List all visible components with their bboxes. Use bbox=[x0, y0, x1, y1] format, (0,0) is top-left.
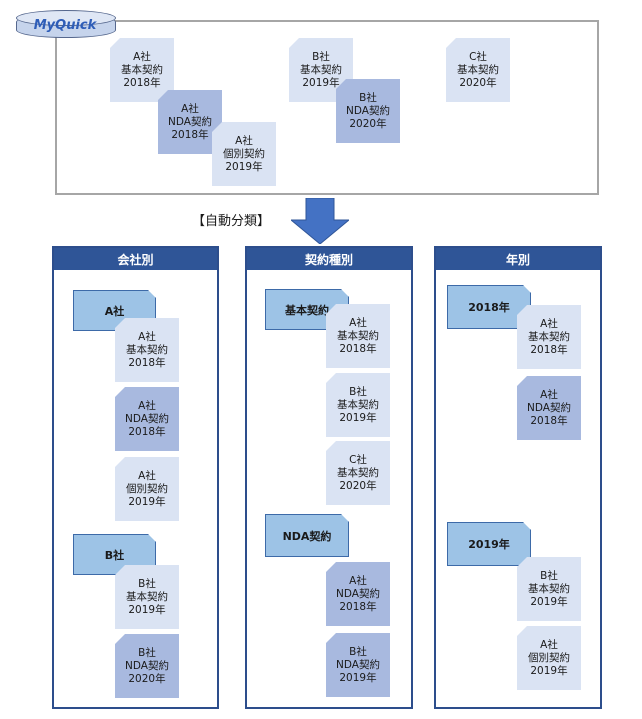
doc-line: B社 bbox=[359, 91, 377, 104]
doc-line: A社 bbox=[540, 388, 558, 401]
doc-a-individual-2019[interactable]: A社 個別契約 2019年 bbox=[115, 457, 179, 521]
doc-a-nda-2018[interactable]: A社 NDA契約 2018年 bbox=[517, 376, 581, 440]
down-arrow-icon bbox=[291, 198, 349, 244]
doc-line: NDA契約 bbox=[346, 104, 390, 117]
doc-a-basic-2018[interactable]: A社 基本契約 2018年 bbox=[326, 304, 390, 368]
doc-line: C社 bbox=[469, 50, 487, 63]
doc-line: 2019年 bbox=[339, 671, 377, 684]
doc-a-nda-2018[interactable]: A社 NDA契約 2018年 bbox=[158, 90, 222, 154]
doc-line: B社 bbox=[349, 645, 367, 658]
doc-line: B社 bbox=[349, 385, 367, 398]
doc-line: 2018年 bbox=[530, 414, 568, 427]
doc-line: 2019年 bbox=[530, 595, 568, 608]
doc-line: C社 bbox=[349, 453, 367, 466]
doc-line: 基本契約 bbox=[457, 63, 499, 76]
panel-title: 年別 bbox=[436, 248, 600, 270]
doc-line: 個別契約 bbox=[528, 651, 570, 664]
database-top bbox=[16, 10, 116, 26]
doc-b-basic-2019[interactable]: B社 基本契約 2019年 bbox=[517, 557, 581, 621]
doc-b-basic-2019[interactable]: B社 基本契約 2019年 bbox=[326, 373, 390, 437]
doc-line: NDA契約 bbox=[527, 401, 571, 414]
doc-b-nda-2020[interactable]: B社 NDA契約 2020年 bbox=[336, 79, 400, 143]
doc-line: 2018年 bbox=[128, 425, 166, 438]
doc-line: 2019年 bbox=[302, 76, 340, 89]
doc-line: A社 bbox=[235, 134, 253, 147]
doc-line: 個別契約 bbox=[223, 147, 265, 160]
doc-line: A社 bbox=[138, 399, 156, 412]
doc-line: 2018年 bbox=[339, 600, 377, 613]
doc-line: 2019年 bbox=[339, 411, 377, 424]
doc-line: 基本契約 bbox=[121, 63, 163, 76]
panel-by-year: 年別 2018年 A社 基本契約 2018年 A社 NDA契約 2018年 20… bbox=[434, 246, 602, 709]
doc-a-nda-2018[interactable]: A社 NDA契約 2018年 bbox=[326, 562, 390, 626]
doc-line: 基本契約 bbox=[528, 582, 570, 595]
doc-line: B社 bbox=[138, 577, 156, 590]
myquick-logo: MyQuick bbox=[16, 8, 116, 42]
doc-a-individual-2019[interactable]: A社 個別契約 2019年 bbox=[212, 122, 276, 186]
doc-line: A社 bbox=[133, 50, 151, 63]
doc-line: NDA契約 bbox=[168, 115, 212, 128]
doc-line: 2019年 bbox=[128, 603, 166, 616]
folder-2019[interactable]: 2019年 bbox=[447, 522, 531, 566]
doc-b-nda-2020[interactable]: B社 NDA契約 2020年 bbox=[115, 634, 179, 698]
doc-line: A社 bbox=[349, 574, 367, 587]
doc-line: 2020年 bbox=[349, 117, 387, 130]
doc-line: B社 bbox=[312, 50, 330, 63]
doc-c-basic-2020[interactable]: C社 基本契約 2020年 bbox=[446, 38, 510, 102]
doc-line: 2020年 bbox=[339, 479, 377, 492]
doc-line: A社 bbox=[138, 330, 156, 343]
doc-line: A社 bbox=[181, 102, 199, 115]
doc-line: 2020年 bbox=[128, 672, 166, 685]
doc-line: 基本契約 bbox=[300, 63, 342, 76]
doc-line: A社 bbox=[540, 317, 558, 330]
doc-a-basic-2018[interactable]: A社 基本契約 2018年 bbox=[517, 305, 581, 369]
panel-title: 契約種別 bbox=[247, 248, 411, 270]
doc-a-individual-2019[interactable]: A社 個別契約 2019年 bbox=[517, 626, 581, 690]
doc-a-basic-2018[interactable]: A社 基本契約 2018年 bbox=[115, 318, 179, 382]
doc-line: NDA契約 bbox=[336, 587, 380, 600]
folder-nda-contract[interactable]: NDA契約 bbox=[265, 514, 349, 557]
source-document-area: A社 基本契約 2018年 A社 NDA契約 2018年 A社 個別契約 201… bbox=[55, 20, 599, 195]
doc-a-nda-2018[interactable]: A社 NDA契約 2018年 bbox=[115, 387, 179, 451]
doc-line: A社 bbox=[540, 638, 558, 651]
auto-classify-label: 【自動分類】 bbox=[192, 214, 271, 229]
doc-b-basic-2019[interactable]: B社 基本契約 2019年 bbox=[115, 565, 179, 629]
doc-a-basic-2018[interactable]: A社 基本契約 2018年 bbox=[110, 38, 174, 102]
doc-line: 2019年 bbox=[225, 160, 263, 173]
doc-line: A社 bbox=[349, 316, 367, 329]
doc-line: 2018年 bbox=[339, 342, 377, 355]
doc-line: 2020年 bbox=[459, 76, 497, 89]
doc-line: B社 bbox=[540, 569, 558, 582]
doc-b-nda-2019[interactable]: B社 NDA契約 2019年 bbox=[326, 633, 390, 697]
panel-title: 会社別 bbox=[54, 248, 217, 270]
doc-b-basic-2019[interactable]: B社 基本契約 2019年 bbox=[289, 38, 353, 102]
doc-line: 基本契約 bbox=[528, 330, 570, 343]
doc-line: 2018年 bbox=[123, 76, 161, 89]
doc-line: 基本契約 bbox=[337, 466, 379, 479]
doc-line: B社 bbox=[138, 646, 156, 659]
doc-line: 基本契約 bbox=[337, 398, 379, 411]
doc-line: 2018年 bbox=[530, 343, 568, 356]
panel-by-contract-type: 契約種別 基本契約 A社 基本契約 2018年 B社 基本契約 2019年 C社… bbox=[245, 246, 413, 709]
doc-c-basic-2020[interactable]: C社 基本契約 2020年 bbox=[326, 441, 390, 505]
doc-line: 2018年 bbox=[171, 128, 209, 141]
doc-line: NDA契約 bbox=[125, 659, 169, 672]
doc-line: 基本契約 bbox=[126, 343, 168, 356]
doc-line: 2018年 bbox=[128, 356, 166, 369]
doc-line: 個別契約 bbox=[126, 482, 168, 495]
doc-line: NDA契約 bbox=[125, 412, 169, 425]
panel-by-company: 会社別 A社 A社 基本契約 2018年 A社 NDA契約 2018年 A社 個… bbox=[52, 246, 219, 709]
doc-line: 基本契約 bbox=[126, 590, 168, 603]
doc-line: 2019年 bbox=[128, 495, 166, 508]
doc-line: NDA契約 bbox=[336, 658, 380, 671]
doc-line: A社 bbox=[138, 469, 156, 482]
doc-line: 2019年 bbox=[530, 664, 568, 677]
doc-line: 基本契約 bbox=[337, 329, 379, 342]
logo-text: MyQuick bbox=[33, 18, 97, 33]
